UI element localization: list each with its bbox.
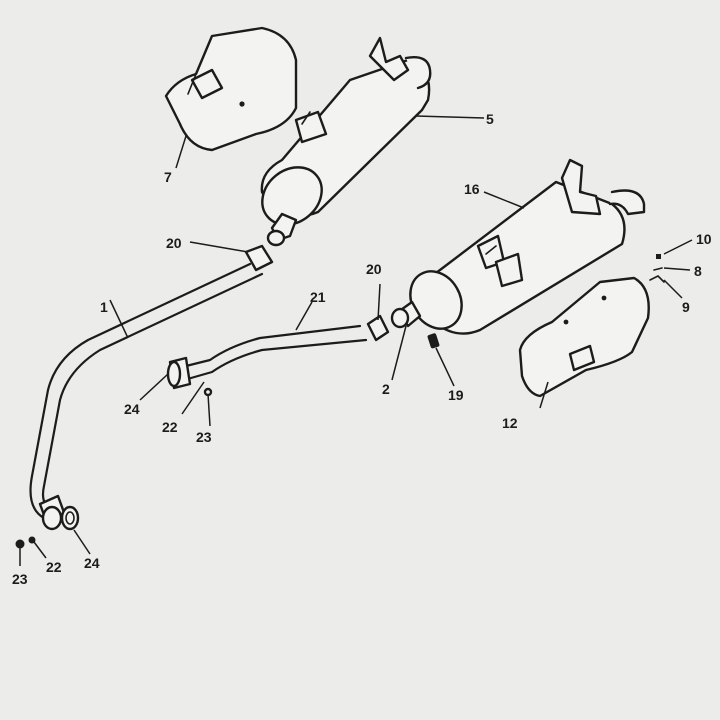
joint-sleeve-lower: [366, 314, 390, 342]
callout-23-upper: 23: [196, 429, 212, 445]
gasket-ring: [60, 505, 80, 531]
heat-shield-lower: [518, 276, 650, 398]
head-pipe-short: [166, 324, 368, 390]
callout-8: 8: [694, 263, 702, 279]
callout-7: 7: [164, 169, 172, 185]
callout-19: 19: [448, 387, 464, 403]
callout-12: 12: [502, 415, 518, 431]
muffler-upper: [260, 36, 432, 247]
callout-5: 5: [486, 111, 494, 127]
callout-2: 2: [382, 381, 390, 397]
muffler-lower: [390, 158, 646, 335]
callout-22-upper: 22: [162, 419, 178, 435]
callout-23-lower: 23: [12, 571, 28, 587]
callout-24-upper: 24: [124, 401, 140, 417]
head-pipe-long: [29, 262, 264, 531]
callout-24-lower: 24: [84, 555, 100, 571]
callout-22-lower: 22: [46, 559, 62, 575]
callout-20-upper: 20: [166, 235, 182, 251]
heat-shield-upper: [164, 26, 298, 152]
small-fasteners: [15, 254, 665, 549]
callout-21: 21: [310, 289, 326, 305]
callout-1: 1: [100, 299, 108, 315]
leader-lines: [19, 115, 693, 566]
callout-20-lower: 20: [366, 261, 382, 277]
joint-sleeve-upper: [244, 244, 274, 272]
callouts: 7 5 16 10 8 9 12 1 20 20 21 2 19 24 22 2…: [12, 111, 712, 587]
callout-9: 9: [682, 299, 690, 315]
callout-10: 10: [696, 231, 712, 247]
callout-16: 16: [464, 181, 480, 197]
